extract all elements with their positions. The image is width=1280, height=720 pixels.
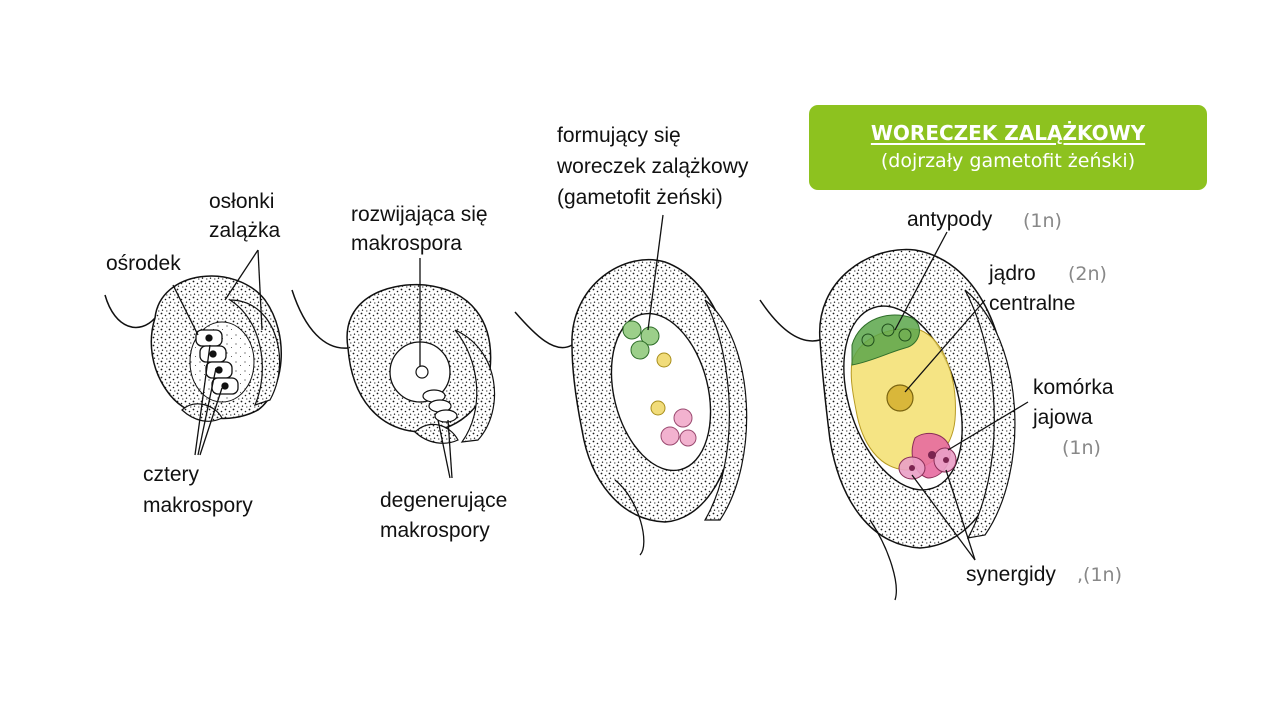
label-forming-sac-line2: woreczek zalążkowy — [557, 155, 749, 178]
label-developing-megaspore-line2: makrospora — [351, 232, 462, 255]
title-text: WORECZEK ZALĄŻKOWY — [870, 121, 1146, 145]
degenerating-megaspores — [422, 389, 458, 423]
label-developing-megaspore-line1: rozwijająca się — [351, 203, 488, 226]
antipodal-cells — [851, 314, 920, 366]
subtitle-text: (dojrzały gametofit żeński) — [880, 150, 1136, 172]
stage-4-ovule — [759, 231, 1029, 601]
central-nucleus — [886, 384, 914, 412]
ploidy-antipodals: (1n) — [1023, 210, 1062, 232]
ploidy-central-nucleus: (2n) — [1068, 263, 1107, 285]
ploidy-synergids: ,(1n) — [1077, 564, 1122, 586]
label-forming-sac-line3: (gametofit żeński) — [557, 186, 723, 209]
label-synergids: synergidy — [966, 563, 1056, 586]
label-antipodals: antypody — [907, 208, 993, 231]
label-central-nucleus-line2: centralne — [989, 292, 1076, 315]
forming-polar-nuclei — [650, 352, 672, 416]
label-egg-cell-line2: jajowa — [1033, 406, 1093, 429]
egg-apparatus-nuclei — [909, 451, 949, 471]
label-degenerating-megaspores-line1: degenerujące — [380, 489, 508, 512]
four-megaspores — [195, 329, 239, 395]
stage-3-ovule — [514, 214, 748, 556]
forming-antipodals — [622, 320, 660, 360]
stage-2-ovule — [291, 258, 496, 479]
label-integuments-line1: osłonki — [209, 190, 275, 213]
antipodal-nuclei — [861, 323, 912, 347]
stage-1-ovule — [104, 249, 282, 456]
ploidy-egg-cell: (1n) — [1062, 437, 1101, 459]
title-box: WORECZEK ZALĄŻKOWY (dojrzały gametofit ż… — [809, 105, 1207, 190]
label-four-megaspores-line2: makrospory — [143, 494, 253, 517]
label-degenerating-megaspores-line2: makrospory — [380, 519, 490, 542]
label-forming-sac-line1: formujący się — [557, 124, 681, 147]
label-egg-cell-line1: komórka — [1033, 376, 1114, 399]
forming-egg-apparatus — [660, 408, 697, 447]
label-integuments-line2: zalążka — [209, 219, 281, 242]
label-four-megaspores-line1: cztery — [143, 463, 200, 486]
label-nucellus: ośrodek — [106, 252, 181, 275]
label-central-nucleus-line1: jądro — [989, 262, 1036, 285]
